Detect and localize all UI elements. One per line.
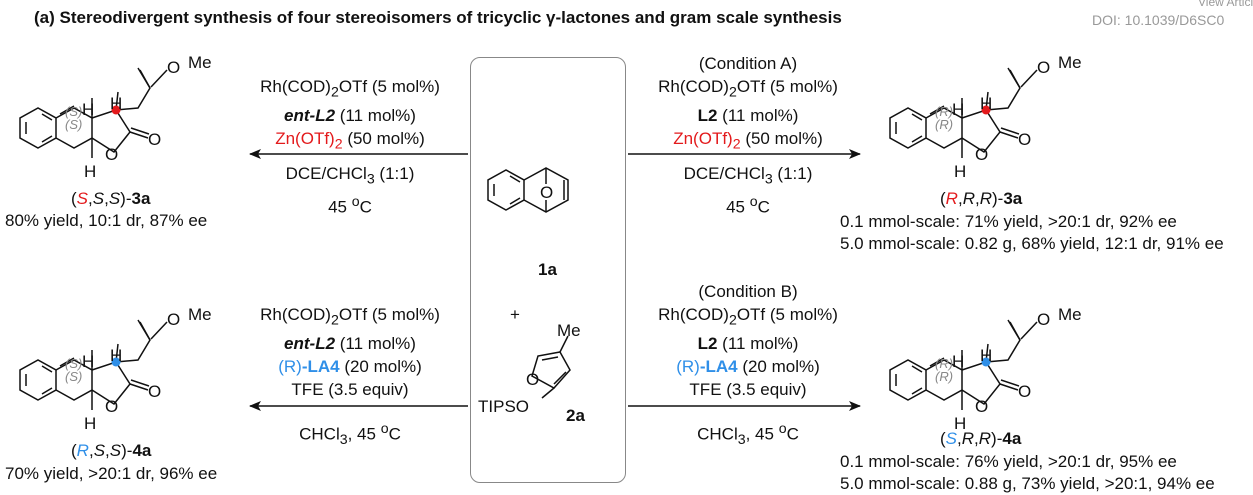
h-label: H (110, 346, 123, 365)
product-label-rss-4a: (R,S,S)-4a (71, 441, 152, 460)
h-label: H (954, 414, 967, 433)
view-article-link[interactable]: View Article (1198, 0, 1253, 9)
conditions-top-left-solvent: DCE/CHCl3 (1:1) 45 oC (285, 164, 415, 218)
stereo-label: (R) (935, 369, 954, 384)
h-label: H (980, 346, 993, 365)
product-result-rrr-3a-2: 5.0 mmol-scale: 0.82 g, 68% yield, 12:1 … (840, 234, 1224, 253)
h-label: H (980, 94, 993, 113)
o-label: O (167, 310, 181, 329)
o-label: O (540, 183, 554, 202)
product-label-rrr-3a: (R,R,R)-3a (940, 189, 1023, 208)
conditions-top-right: (Condition A) Rh(COD)2OTf (5 mol%) L2 (1… (658, 54, 838, 153)
molecule-2a (531, 335, 571, 399)
product-result-rss-4a: 70% yield, >20:1 dr, 96% ee (5, 464, 218, 483)
conditions-top-right-solvent: DCE/CHCl3 (1:1) 45 oC (683, 164, 813, 218)
h-label: H (952, 100, 965, 119)
h-label: H (84, 162, 97, 181)
molecule-srr-4a (889, 319, 1038, 411)
molecule-sss-3a (19, 67, 168, 159)
me-label: Me (1058, 305, 1082, 324)
molecule-1a (487, 167, 569, 213)
stereo-label: (S) (65, 356, 83, 371)
h-label: H (82, 352, 95, 371)
o-label: O (167, 58, 181, 77)
stereo-label: (S) (65, 104, 83, 119)
stereo-label: (R) (935, 117, 954, 132)
h-label: H (82, 100, 95, 119)
o-label: O (975, 397, 989, 416)
product-result-srr-4a-2: 5.0 mmol-scale: 0.88 g, 73% yield, >20:1… (840, 474, 1215, 493)
substrate-2a-label: 2a (566, 406, 585, 425)
conditions-bottom-right: (Condition B) Rh(COD)2OTf (5 mol%) L2 (1… (658, 282, 838, 400)
conditions-bottom-right-solvent: CHCl3, 45 oC (697, 421, 799, 449)
o-label: O (975, 145, 989, 164)
h-label: H (84, 414, 97, 433)
h-label: H (952, 352, 965, 371)
conditions-bottom-left-solvent: CHCl3, 45 oC (299, 421, 401, 449)
scheme-title: (a) Stereodivergent synthesis of four st… (34, 8, 842, 27)
o-label: O (105, 145, 119, 164)
o-label: O (1018, 130, 1032, 149)
o-label: O (148, 130, 162, 149)
o-label: O (148, 382, 162, 401)
o-label: O (1037, 58, 1051, 77)
me-label: Me (188, 305, 212, 324)
o-label: O (526, 370, 540, 389)
molecule-rss-4a (19, 319, 168, 411)
conditions-top-left: Rh(COD)2OTf (5 mol%) ent-L2 (11 mol%) Zn… (260, 77, 440, 153)
product-result-srr-4a-1: 0.1 mmol-scale: 76% yield, >20:1 dr, 95%… (840, 452, 1177, 471)
me-label: Me (1058, 53, 1082, 72)
stereo-label: (R) (935, 104, 954, 119)
o-label: O (1018, 382, 1032, 401)
substrate-box (470, 57, 626, 483)
h-label: H (110, 94, 123, 113)
h-label: H (954, 162, 967, 181)
o-label: O (105, 397, 119, 416)
molecule-rrr-3a (889, 67, 1038, 159)
product-label-sss-3a: (S,S,S)-3a (71, 189, 151, 208)
tipso-label: TIPSO (478, 397, 530, 416)
plus-sign: + (510, 305, 520, 324)
o-label: O (1037, 310, 1051, 329)
stereo-label: (R) (935, 356, 954, 371)
doi-text[interactable]: DOI: 10.1039/D6SC0 (1092, 12, 1225, 28)
product-result-sss-3a: 80% yield, 10:1 dr, 87% ee (5, 211, 208, 230)
me-label: Me (188, 53, 212, 72)
conditions-bottom-left: Rh(COD)2OTf (5 mol%) ent-L2 (11 mol%) (R… (260, 305, 440, 400)
substrate-1a-label: 1a (538, 260, 557, 279)
me-label: Me (557, 321, 581, 340)
stereo-label: (S) (65, 369, 83, 384)
stereo-label: (S) (65, 117, 83, 132)
product-result-rrr-3a-1: 0.1 mmol-scale: 71% yield, >20:1 dr, 92%… (840, 212, 1177, 231)
product-label-srr-4a: (S,R,R)-4a (940, 429, 1022, 448)
